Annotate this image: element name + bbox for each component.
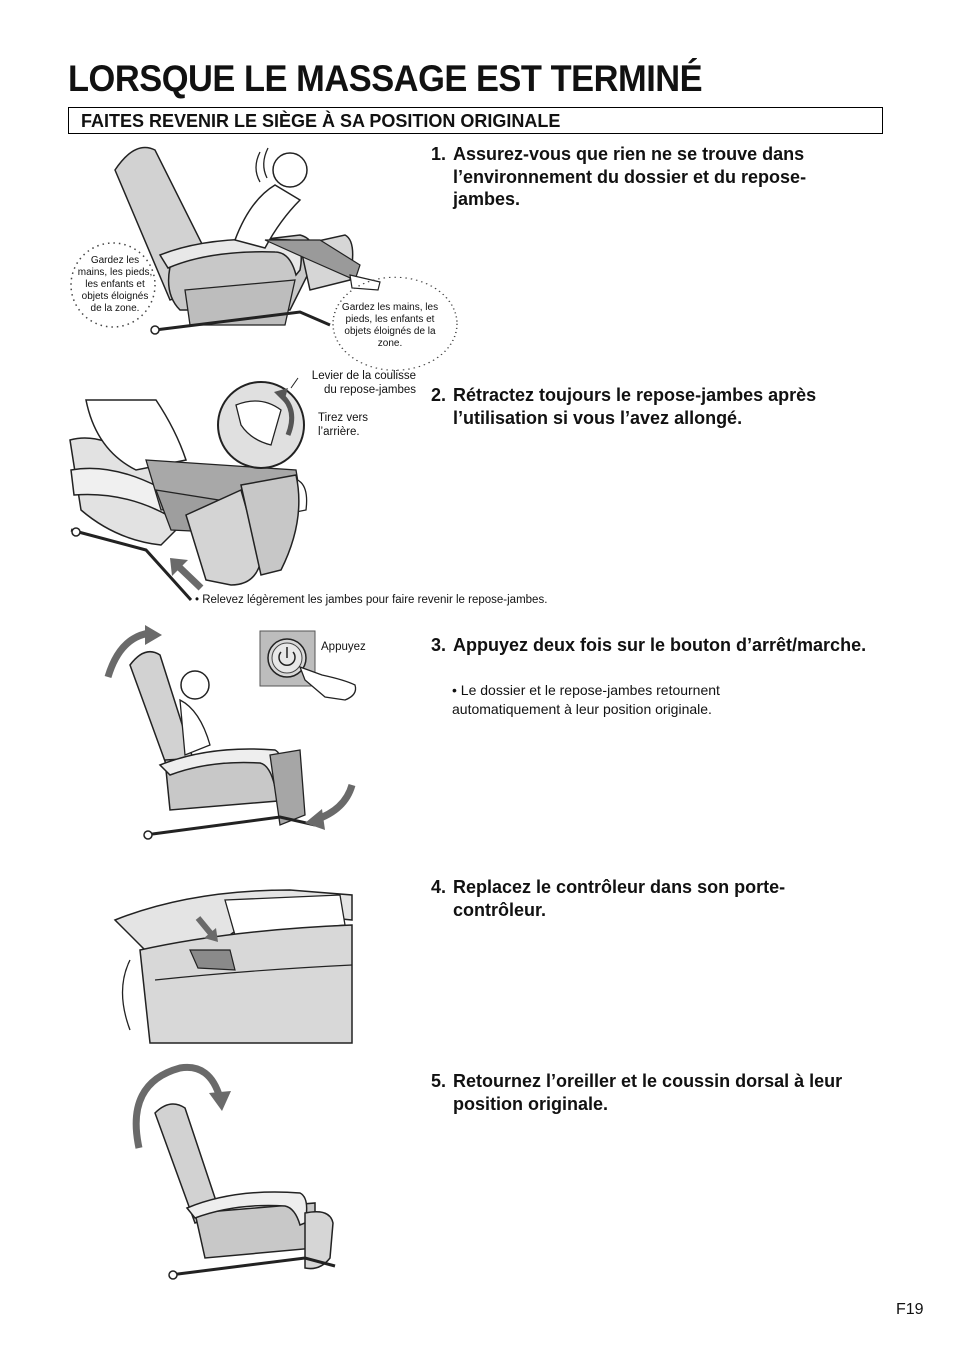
zone-warning-right: Gardez les mains, les pieds, les enfants… xyxy=(341,302,439,349)
rotate-arrow-icon xyxy=(132,1063,231,1149)
power-button-icon xyxy=(267,638,307,678)
page-title: LORSQUE LE MASSAGE EST TERMINÉ xyxy=(68,58,703,99)
step-text: Appuyez deux fois sur le bouton d’arrêt/… xyxy=(453,635,867,655)
illustration-step-1 xyxy=(70,146,458,371)
step-text: Rétractez toujours le repose-jambes aprè… xyxy=(453,385,817,428)
curved-arrow-icon xyxy=(305,783,356,830)
zone-warning-left: Gardez les mains, les pieds, les enfants… xyxy=(77,255,153,314)
hand-pointer-icon xyxy=(298,665,357,701)
illustration-step-2 xyxy=(69,377,308,602)
lever-label: Levier de la coulisse du repose-jambes xyxy=(311,370,416,396)
step-text: Assurez-vous que rien ne se trouve dans … xyxy=(453,144,807,209)
step-number: 1. xyxy=(431,144,447,164)
straight-arrow-icon xyxy=(195,916,218,942)
illustration-step-3 xyxy=(104,625,357,840)
step-number: 3. xyxy=(431,635,447,655)
straight-arrow-icon xyxy=(170,558,204,591)
step-3-note: • Le dossier et le repose-jambes retourn… xyxy=(452,682,720,717)
step-5: 5. Retournez l’oreiller et le coussin do… xyxy=(431,1070,873,1115)
legs-note: • Relevez légèrement les jambes pour fai… xyxy=(195,594,548,606)
press-label: Appuyez xyxy=(321,641,366,653)
step-number: 5. xyxy=(431,1071,447,1091)
illustration-step-4 xyxy=(110,880,353,1044)
curved-arrow-icon xyxy=(274,388,295,436)
step-3: 3. Appuyez deux fois sur le bouton d’arr… xyxy=(431,634,873,657)
step-number: 4. xyxy=(431,877,447,897)
step-4: 4. Replacez le contrôleur dans son porte… xyxy=(431,876,873,921)
step-2: 2. Rétractez toujours le repose-jambes a… xyxy=(431,384,873,429)
section-heading: FAITES REVENIR LE SIÈGE À SA POSITION OR… xyxy=(81,111,561,131)
rotate-arrow-icon xyxy=(104,625,162,679)
page-number: F19 xyxy=(896,1301,924,1318)
step-number: 2. xyxy=(431,385,447,405)
illustration-step-5 xyxy=(132,1063,336,1280)
step-text: Replacez le contrôleur dans son porte-co… xyxy=(453,877,786,920)
step-text: Retournez l’oreiller et le coussin dorsa… xyxy=(453,1071,843,1114)
section-heading-box: FAITES REVENIR LE SIÈGE À SA POSITION OR… xyxy=(68,107,883,134)
step-1: 1. Assurez-vous que rien ne se trouve da… xyxy=(431,143,873,211)
pull-label: Tirez vers l’arrière. xyxy=(318,412,369,438)
